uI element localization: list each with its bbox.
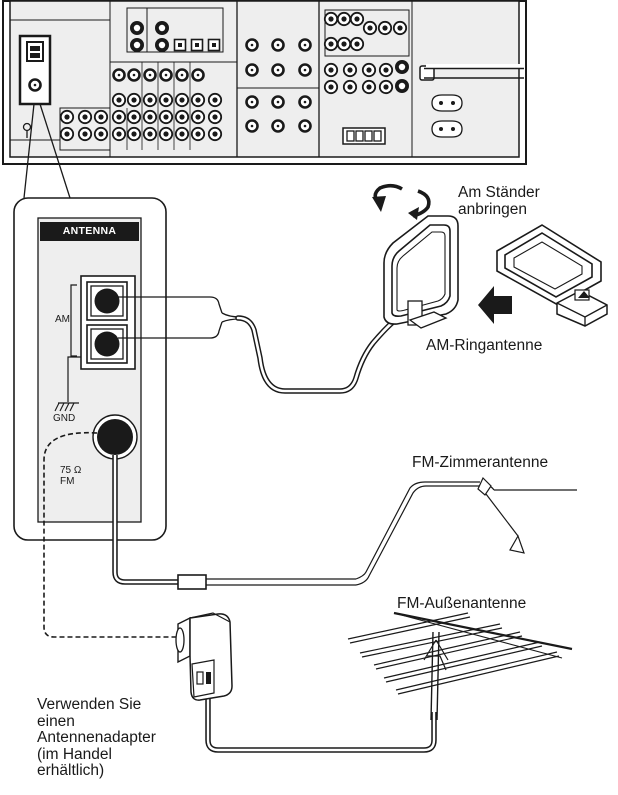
fm-outdoor-antenna-label: FM-Außenantenne (397, 595, 527, 612)
am-terminals (70, 275, 136, 370)
antenna-adapter (175, 612, 233, 701)
zoom-callout-lines (23, 103, 71, 199)
am-loop-antenna (383, 215, 459, 329)
gnd-terminal-label: GND (53, 413, 76, 424)
receiver-rear-panel (2, 0, 527, 165)
insert-arrow-icon (478, 286, 512, 324)
fm-indoor-antenna (112, 455, 577, 590)
fm-dashed-cable (43, 431, 178, 638)
am-terminal-label: AM (55, 314, 70, 325)
antenna-terminal-panel (13, 197, 167, 541)
fm-coax-terminal (92, 414, 138, 460)
stand-mount-label: Am Ständer anbringen (458, 184, 540, 218)
fm-outdoor-cable (205, 692, 437, 753)
am-loop-antenna-stand (496, 224, 608, 327)
fm-indoor-antenna-label: FM-Zimmerantenne (412, 454, 549, 471)
rotate-arrows-icon (372, 183, 431, 220)
fm-terminal-label: FM (60, 476, 75, 487)
adapter-note: Verwenden Sie einen Antennenadapter (im … (37, 696, 156, 779)
ground-symbol-icon (54, 402, 79, 412)
am-loop-antenna-label: AM-Ringantenne (426, 337, 543, 354)
am-wire (118, 296, 396, 394)
fm-impedance-label: 75 Ω (60, 465, 82, 476)
fm-outdoor-antenna (347, 611, 573, 721)
antenna-panel-header: ANTENNA (40, 222, 139, 241)
